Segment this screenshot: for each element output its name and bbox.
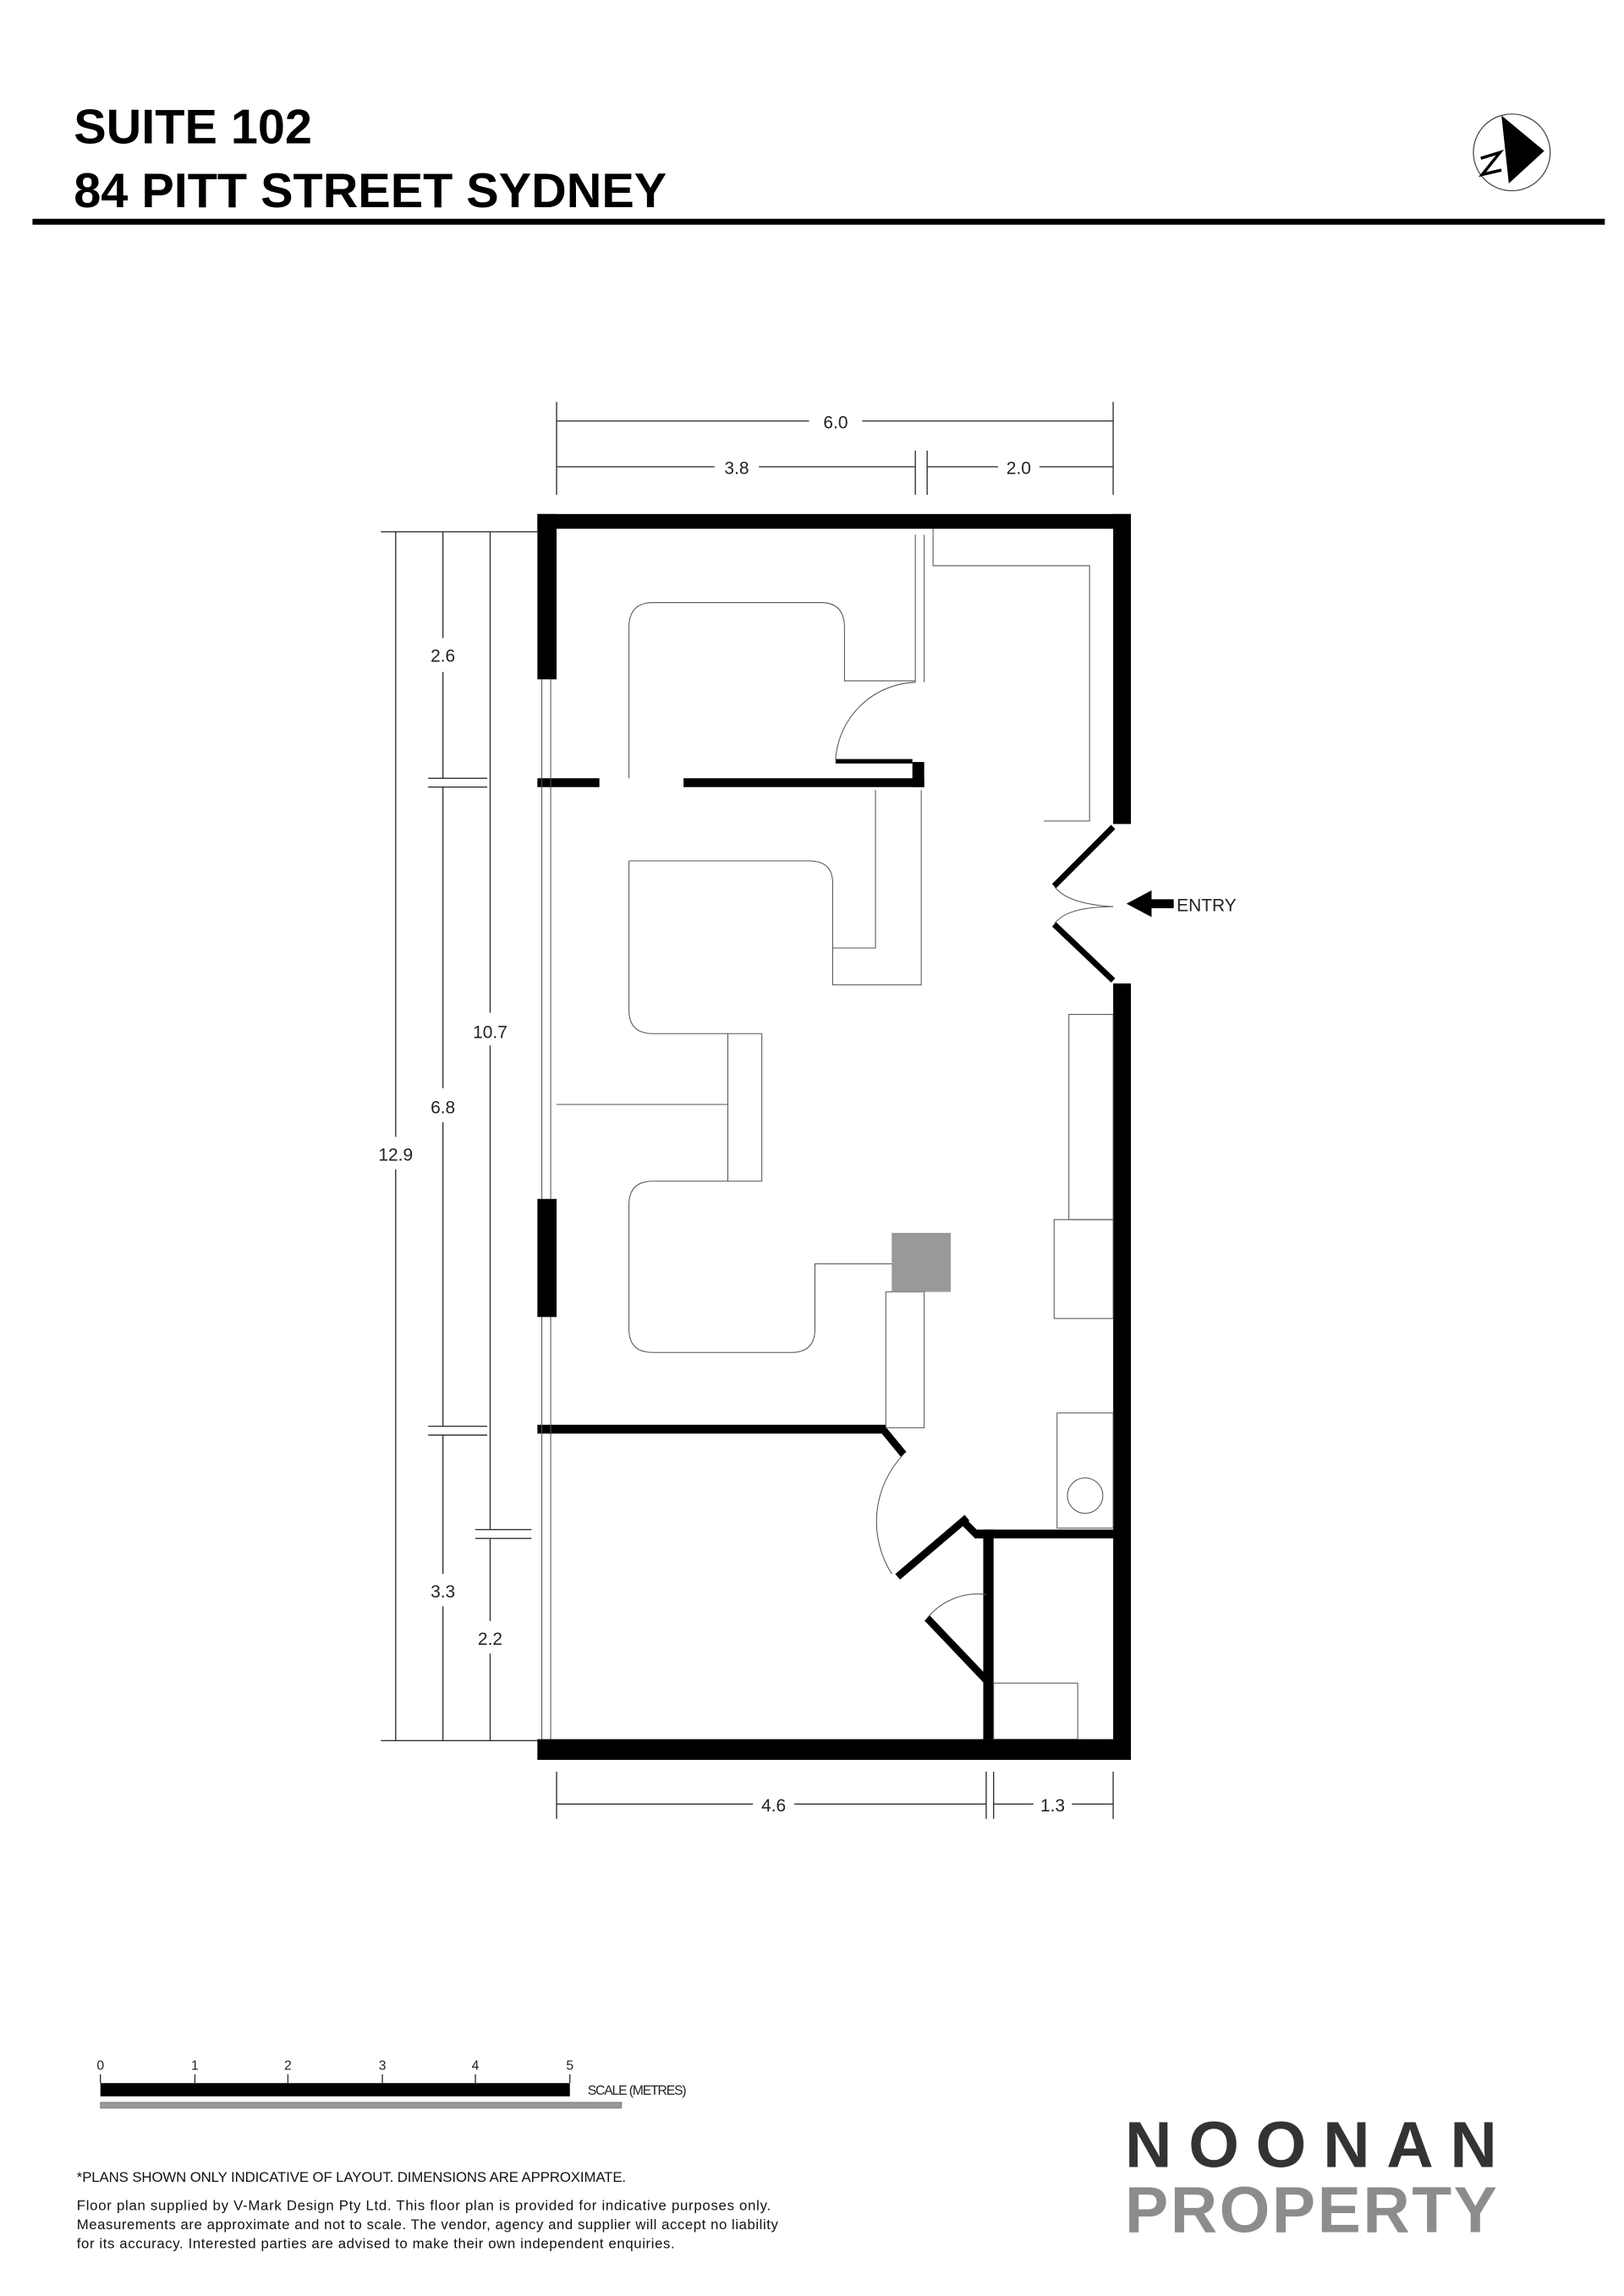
dim-left-top: 2.6	[431, 646, 455, 666]
address-title: 84 PITT STREET SYDNEY	[74, 164, 667, 218]
scale-tick-5: 5	[566, 2059, 573, 2074]
furniture	[557, 529, 1114, 1740]
scale-tick-3: 3	[379, 2059, 387, 2074]
disclaimer-line-1: Floor plan supplied by V-Mark Design Pty…	[77, 2197, 771, 2213]
door-swings	[835, 682, 1114, 1619]
dim-inner-bottom: 2.2	[478, 1630, 502, 1649]
windows	[541, 534, 925, 1740]
entry-label: ENTRY	[1177, 896, 1237, 915]
dim-bottom-left: 4.6	[761, 1796, 786, 1816]
disclaimer-line-2: Measurements are approximate and not to …	[77, 2217, 779, 2233]
column	[892, 1232, 952, 1292]
disclaimer-line-3: for its accuracy. Interested parties are…	[77, 2236, 675, 2252]
header-rule	[32, 218, 1605, 225]
dimension-lines	[381, 402, 1114, 1819]
suite-title: SUITE 102	[74, 101, 312, 155]
north-arrow-icon	[1473, 113, 1551, 192]
dim-left-mid: 6.8	[431, 1098, 455, 1117]
scale-tick-2: 2	[284, 2059, 292, 2074]
walls	[537, 513, 1132, 1760]
disclaimer-headline: *PLANS SHOWN ONLY INDICATIVE OF LAYOUT. …	[77, 2169, 626, 2185]
logo-noonan: NOONAN	[1125, 2109, 1497, 2182]
logo-property: PROPERTY	[1125, 2174, 1497, 2247]
entry-arrow-icon	[1126, 890, 1174, 918]
dim-top-left: 3.8	[724, 459, 749, 479]
dim-inner-total: 10.7	[473, 1022, 508, 1042]
scale-label: SCALE (METRES)	[588, 2084, 687, 2098]
scale-bar	[99, 2074, 623, 2109]
dim-top-right: 2.0	[1007, 459, 1031, 479]
dim-top-total: 6.0	[823, 414, 848, 433]
dim-left-bottom: 3.3	[431, 1582, 455, 1602]
dim-bottom-right: 1.3	[1040, 1796, 1065, 1816]
dim-left-total: 12.9	[378, 1145, 413, 1164]
scale-tick-1: 1	[191, 2059, 199, 2074]
scale-tick-4: 4	[472, 2059, 480, 2074]
scale-tick-0: 0	[96, 2059, 104, 2074]
